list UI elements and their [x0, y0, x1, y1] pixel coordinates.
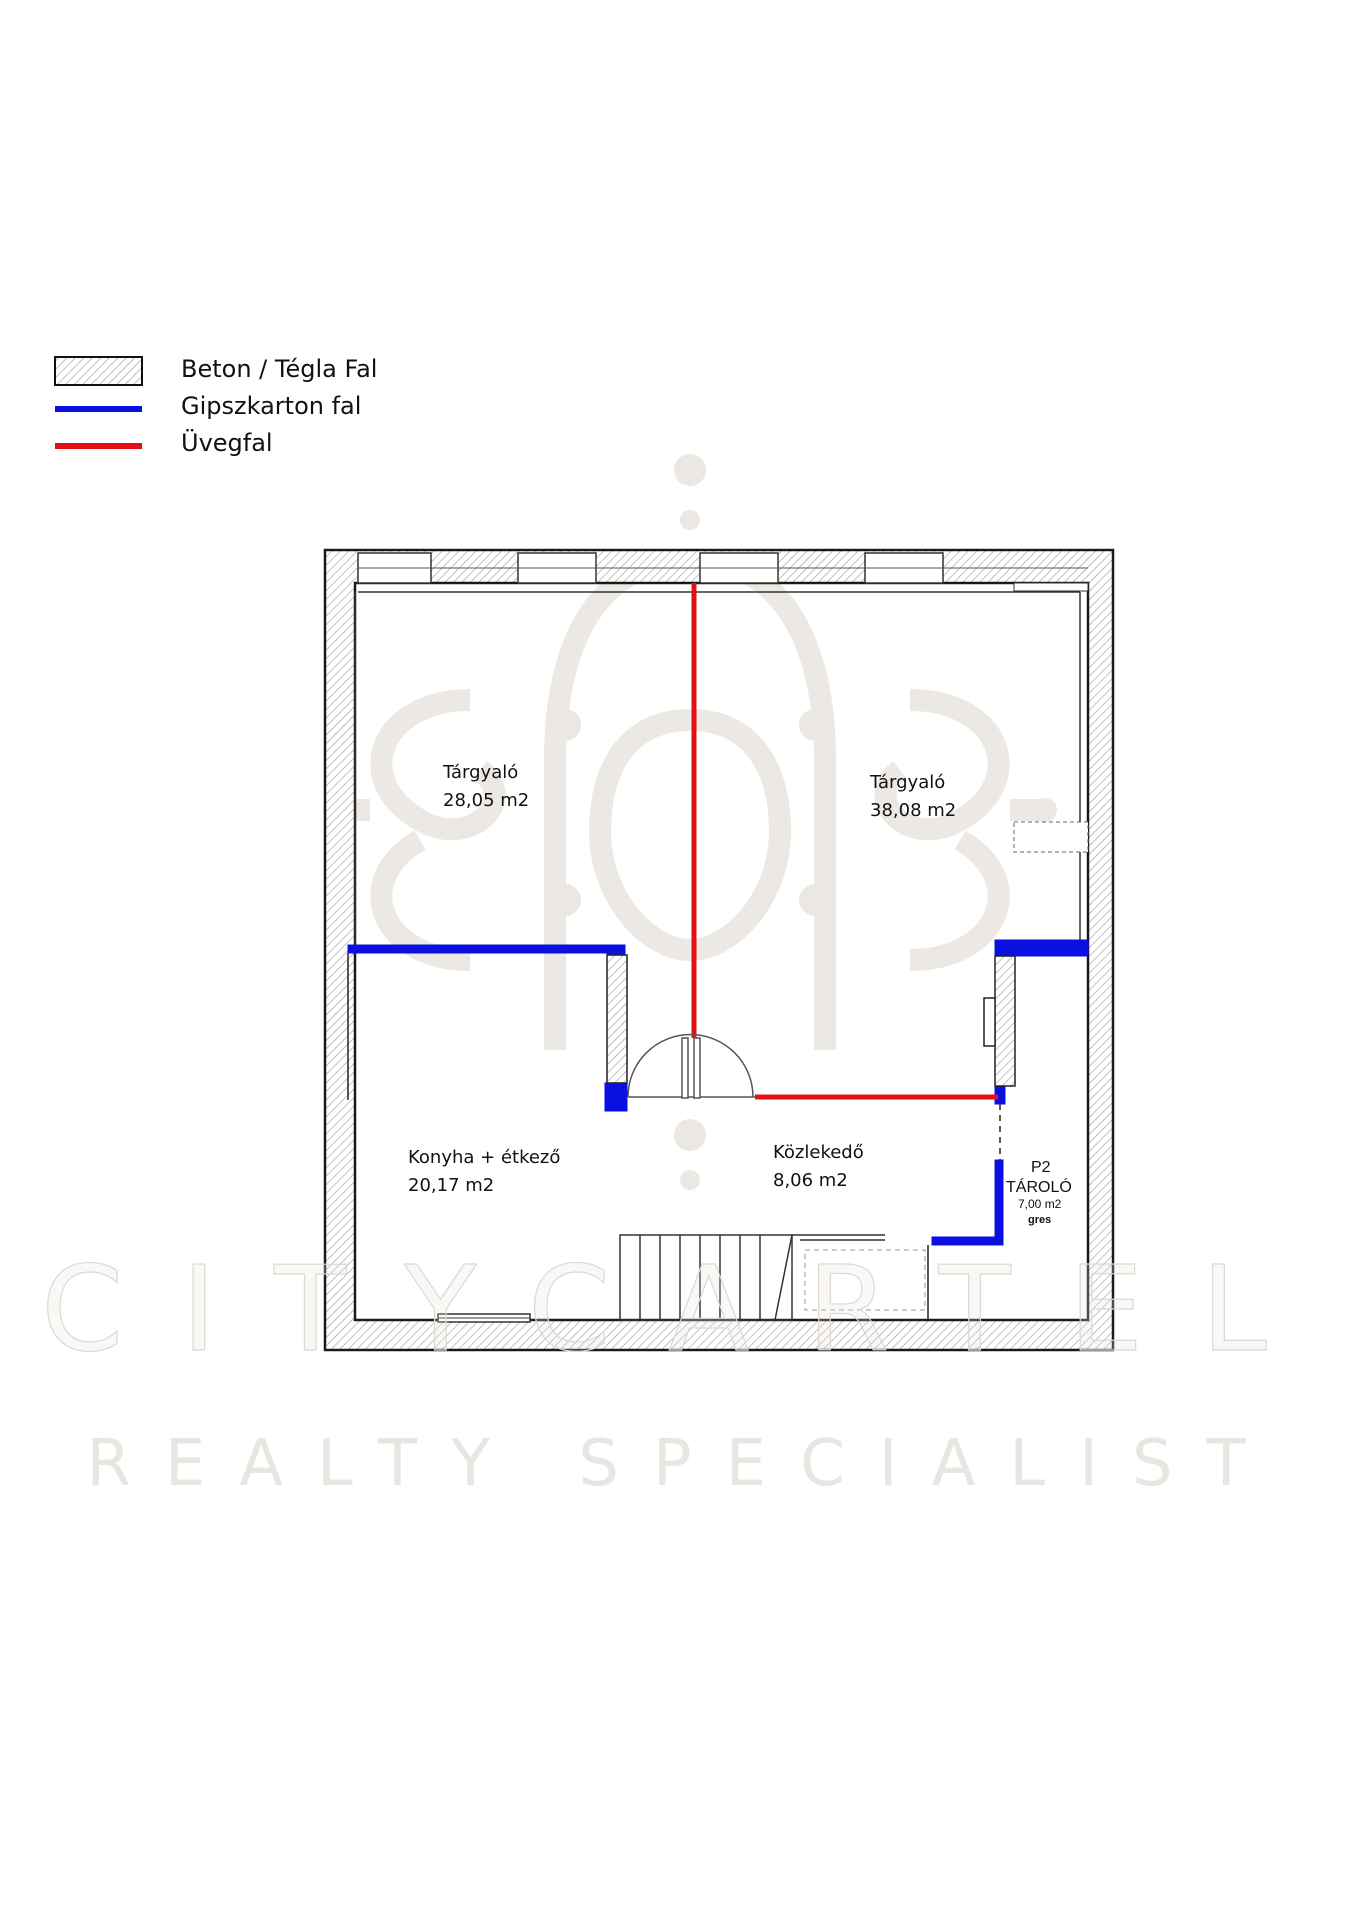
door-swing: [627, 1033, 755, 1099]
legend-symbols: [54, 356, 143, 449]
room-area-kitchen: 20,17 m2: [408, 1175, 494, 1196]
room-code-storage: P2: [1031, 1159, 1051, 1176]
room-name-storage: TÁROLÓ: [1006, 1177, 1072, 1196]
room-area-storage: 7,00 m2: [1018, 1197, 1062, 1211]
watermark-text: CITYCARTEL REALTY SPECIALIST: [41, 1239, 1325, 1501]
room-area-corridor: 8,06 m2: [773, 1170, 848, 1191]
room-area-meeting-left: 28,05 m2: [443, 790, 529, 811]
outer-walls: [323, 548, 1115, 1352]
gypsum-wall-outlines: [347, 953, 1016, 1320]
watermark-brand: CITYCARTEL: [41, 1240, 1325, 1378]
legend-label-glass: Üvegfal: [181, 429, 273, 457]
gypsum-walls: [347, 939, 1089, 1246]
legend-hatch-swatch: [54, 356, 143, 386]
room-name-kitchen: Konyha + étkező: [408, 1147, 560, 1168]
room-name-corridor: Közlekedő: [773, 1142, 864, 1163]
room-floor-storage: gres: [1028, 1214, 1051, 1226]
watermark-tagline: REALTY SPECIALIST: [86, 1427, 1279, 1501]
room-name-meeting-left: Tárgyaló: [442, 762, 518, 783]
legend-label-gypsum: Gipszkarton fal: [181, 392, 362, 420]
room-labels: Tárgyaló 28,05 m2 Tárgyaló 38,08 m2 Kony…: [408, 762, 1072, 1226]
glass-walls: [691, 583, 998, 1100]
legend-label-concrete: Beton / Tégla Fal: [181, 355, 378, 383]
room-area-meeting-right: 38,08 m2: [870, 800, 956, 821]
room-name-meeting-right: Tárgyaló: [869, 772, 945, 793]
staircase: [619, 1234, 926, 1321]
